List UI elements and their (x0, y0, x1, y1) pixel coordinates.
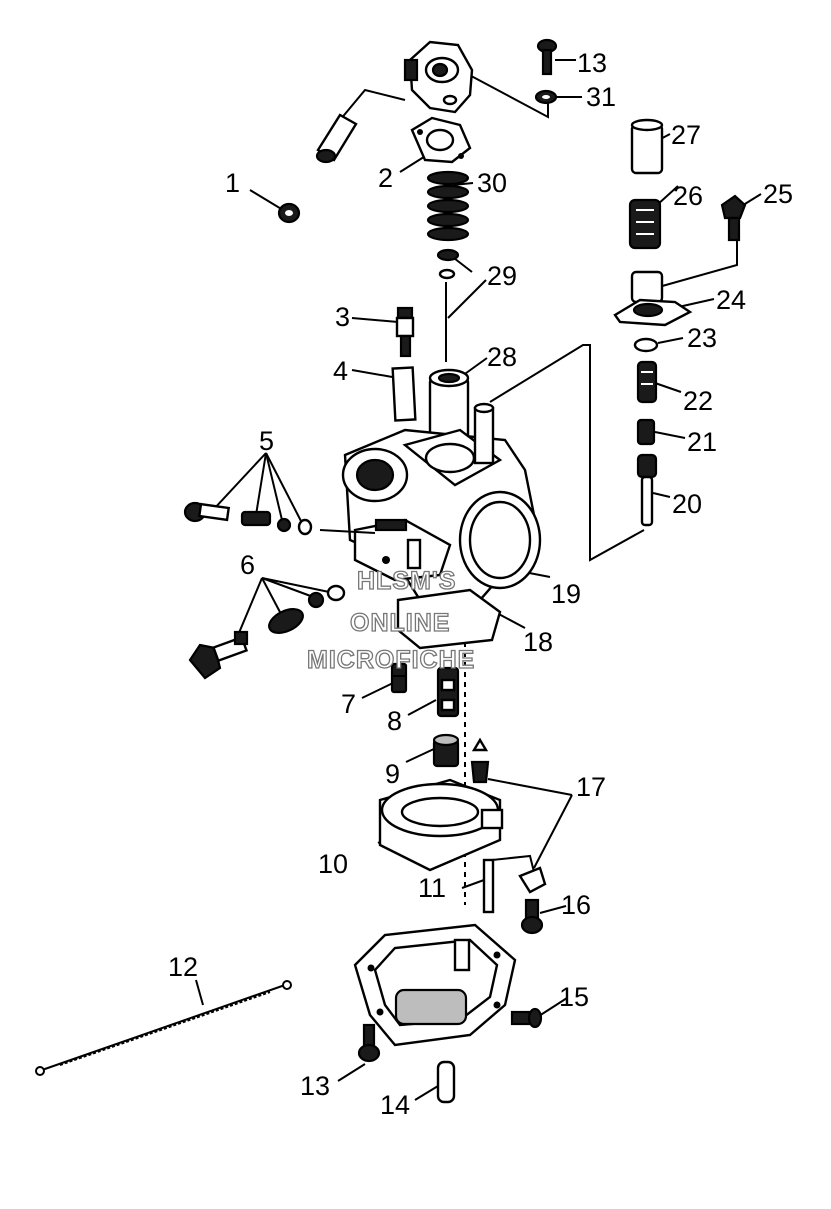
callout-27: 27 (671, 120, 701, 150)
needle-29 (442, 282, 447, 362)
callout-19: 19 (551, 579, 581, 609)
callout-21: 21 (687, 427, 717, 457)
drain-screw-15 (510, 1007, 543, 1029)
cap-27 (630, 118, 664, 175)
callout-31: 31 (586, 82, 616, 112)
callout-10: 10 (318, 849, 348, 879)
callout-13-top: 13 (577, 48, 607, 78)
callout-16: 16 (561, 890, 591, 920)
callout-20: 20 (672, 489, 702, 519)
callout-25: 25 (763, 179, 793, 209)
callout-6: 6 (240, 550, 255, 580)
gasket-18 (396, 588, 502, 650)
throttle-screw-5 (183, 501, 376, 536)
fuel-hose-1 (315, 113, 358, 164)
callout-18: 18 (523, 627, 553, 657)
callout-24: 24 (716, 285, 746, 315)
float-10 (378, 778, 504, 872)
screw-25 (720, 194, 747, 242)
spring-22 (636, 360, 658, 404)
gasket-2 (410, 116, 472, 164)
callout-14: 14 (380, 1090, 410, 1120)
screw-13-top (536, 38, 558, 76)
callout-30: 30 (477, 168, 507, 198)
jet-7 (390, 662, 408, 694)
screw-13-bottom (357, 1023, 381, 1063)
callout-8: 8 (387, 706, 402, 736)
callout-4: 4 (333, 356, 348, 386)
callout-9: 9 (385, 759, 400, 789)
cable-12 (35, 980, 292, 1076)
callout-23: 23 (687, 323, 717, 353)
callout-13-bottom: 13 (300, 1071, 330, 1101)
clip-21 (636, 418, 656, 446)
o-ring-23 (633, 337, 659, 353)
float-needle-17 (470, 737, 490, 784)
callout-7: 7 (341, 689, 356, 719)
callout-22: 22 (683, 386, 713, 416)
plunger-20 (636, 453, 658, 527)
needle-jet-8 (436, 666, 460, 718)
float-bowl (353, 923, 517, 1047)
spring-26 (628, 198, 662, 250)
watermark-line3: MICROFICHE (307, 646, 475, 674)
callout-29: 29 (487, 261, 517, 291)
pin-11 (482, 858, 495, 914)
carburetor-body (341, 402, 542, 602)
callout-11: 11 (418, 873, 446, 903)
main-jet-9 (432, 733, 460, 768)
callout-28: 28 (487, 342, 517, 372)
callout-labels: 1 2 3 4 5 6 7 8 9 10 11 12 13 13 14 15 1… (168, 48, 793, 1120)
screw-16 (520, 898, 544, 935)
clip-29 (436, 248, 460, 280)
fuel-inlet-cover (403, 40, 474, 114)
washer-31 (534, 89, 558, 105)
callout-5: 5 (259, 426, 274, 456)
pilot-jet-3 (395, 306, 415, 358)
callout-15: 15 (559, 982, 589, 1012)
watermark-line2: ONLINE (350, 609, 450, 637)
watermark: HLSM'S ONLINE MICROFICHE (306, 566, 475, 674)
callout-12: 12 (168, 952, 198, 982)
plate-24 (613, 270, 693, 327)
callout-3: 3 (335, 302, 350, 332)
callout-26: 26 (673, 181, 703, 211)
callout-17: 17 (576, 772, 606, 802)
drain-14 (436, 1060, 456, 1104)
callout-2: 2 (378, 163, 393, 193)
clamp-1 (277, 202, 301, 224)
callout-1: 1 (225, 168, 240, 198)
idle-screw-6 (188, 584, 346, 680)
watermark-line1: HLSM'S (357, 567, 456, 595)
tube-4 (391, 366, 417, 422)
needle-valve-17 (518, 866, 547, 894)
spring-30 (426, 170, 470, 242)
